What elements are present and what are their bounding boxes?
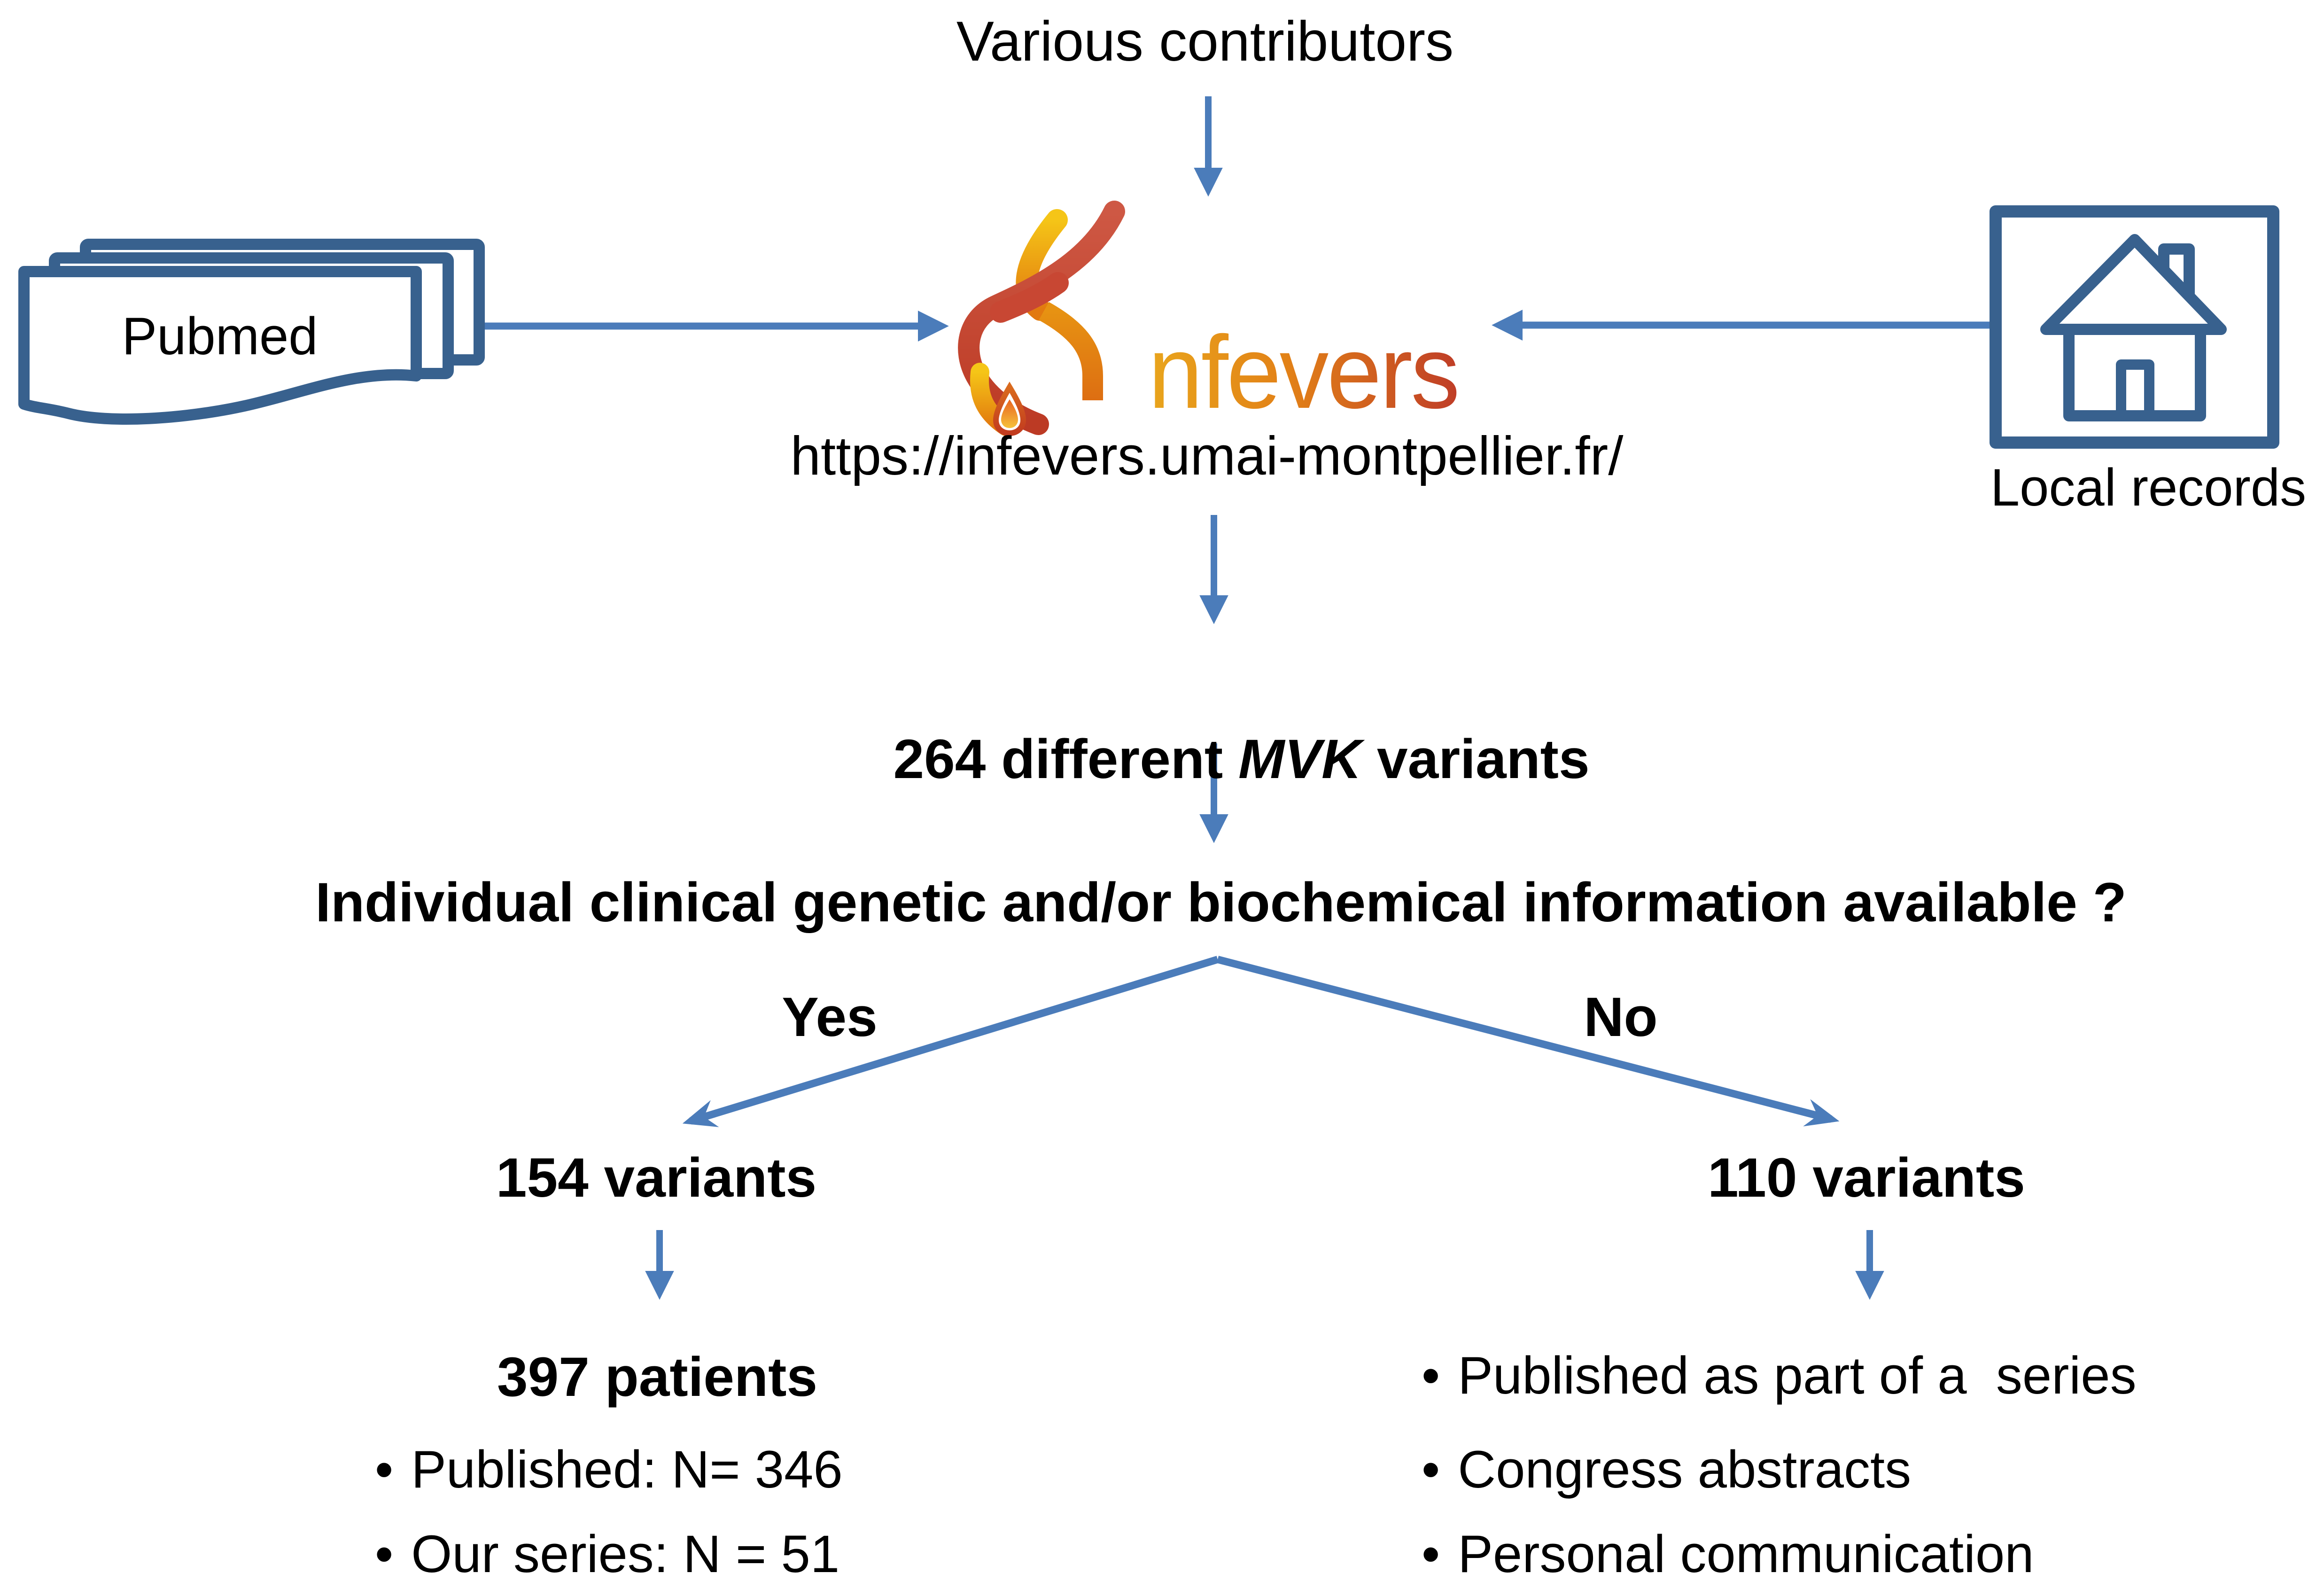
bullet-icon: • [1422, 1346, 1440, 1405]
variants-total-label: 264 different MVK variants [694, 662, 1727, 858]
bullet-text: Congress abstracts [1458, 1440, 1912, 1499]
local-records-label: Local records [1990, 458, 2307, 517]
pubmed-documents-icon [18, 239, 485, 425]
contributors-label: Various contributors [956, 10, 1454, 73]
bullet-icon: • [375, 1440, 394, 1499]
infevers-brand-text: nfevers [1148, 314, 1458, 430]
no-branch-count: 110 variants [1708, 1147, 2025, 1209]
question-label: Individual clinical genetic and/or bioch… [315, 872, 2127, 934]
pubmed-label: Pubmed [122, 307, 318, 366]
arrow-diagonal-icon-no [1216, 956, 1840, 1127]
yes-bullet-published: • Published: N= 346 [375, 1439, 843, 1501]
bullet-icon: • [1422, 1525, 1440, 1583]
no-bullet-congress: • Congress abstracts [1422, 1439, 1911, 1501]
yes-branch-count: 154 variants [496, 1147, 817, 1209]
flame-icon-core [1001, 399, 1018, 428]
bullet-icon: • [375, 1525, 394, 1583]
bullet-text: Personal communication [1458, 1525, 2034, 1583]
bullet-icon: • [1422, 1440, 1440, 1499]
home-icon [1990, 205, 2279, 449]
bullet-text: Published as part of a series [1458, 1346, 2137, 1405]
arrow-diagonal-icon-yes [682, 956, 1219, 1127]
helix-red-over-crossing [990, 272, 1069, 323]
bullet-text: Published: N= 346 [411, 1440, 843, 1499]
yes-bullet-our-series: • Our series: N = 51 [375, 1523, 839, 1585]
yes-label: Yes [782, 986, 878, 1048]
patients-count: 397 patients [497, 1346, 818, 1408]
no-bullet-series: • Published as part of a series [1422, 1345, 2137, 1407]
no-label: No [1584, 986, 1658, 1048]
gene-name: MVK [1238, 728, 1362, 791]
variants-total-prefix: 264 different [893, 728, 1238, 791]
infevers-logo-icon: nfevers [958, 201, 1460, 436]
infevers-url: https://infevers.umai-montpellier.fr/ [790, 425, 1624, 486]
bullet-text: Our series: N = 51 [411, 1525, 840, 1583]
connector-arrows [475, 96, 1993, 1300]
helix-gold-right-strand [1039, 302, 1103, 400]
no-bullet-personal: • Personal communication [1422, 1523, 2034, 1585]
variants-total-suffix: variants [1361, 728, 1590, 791]
